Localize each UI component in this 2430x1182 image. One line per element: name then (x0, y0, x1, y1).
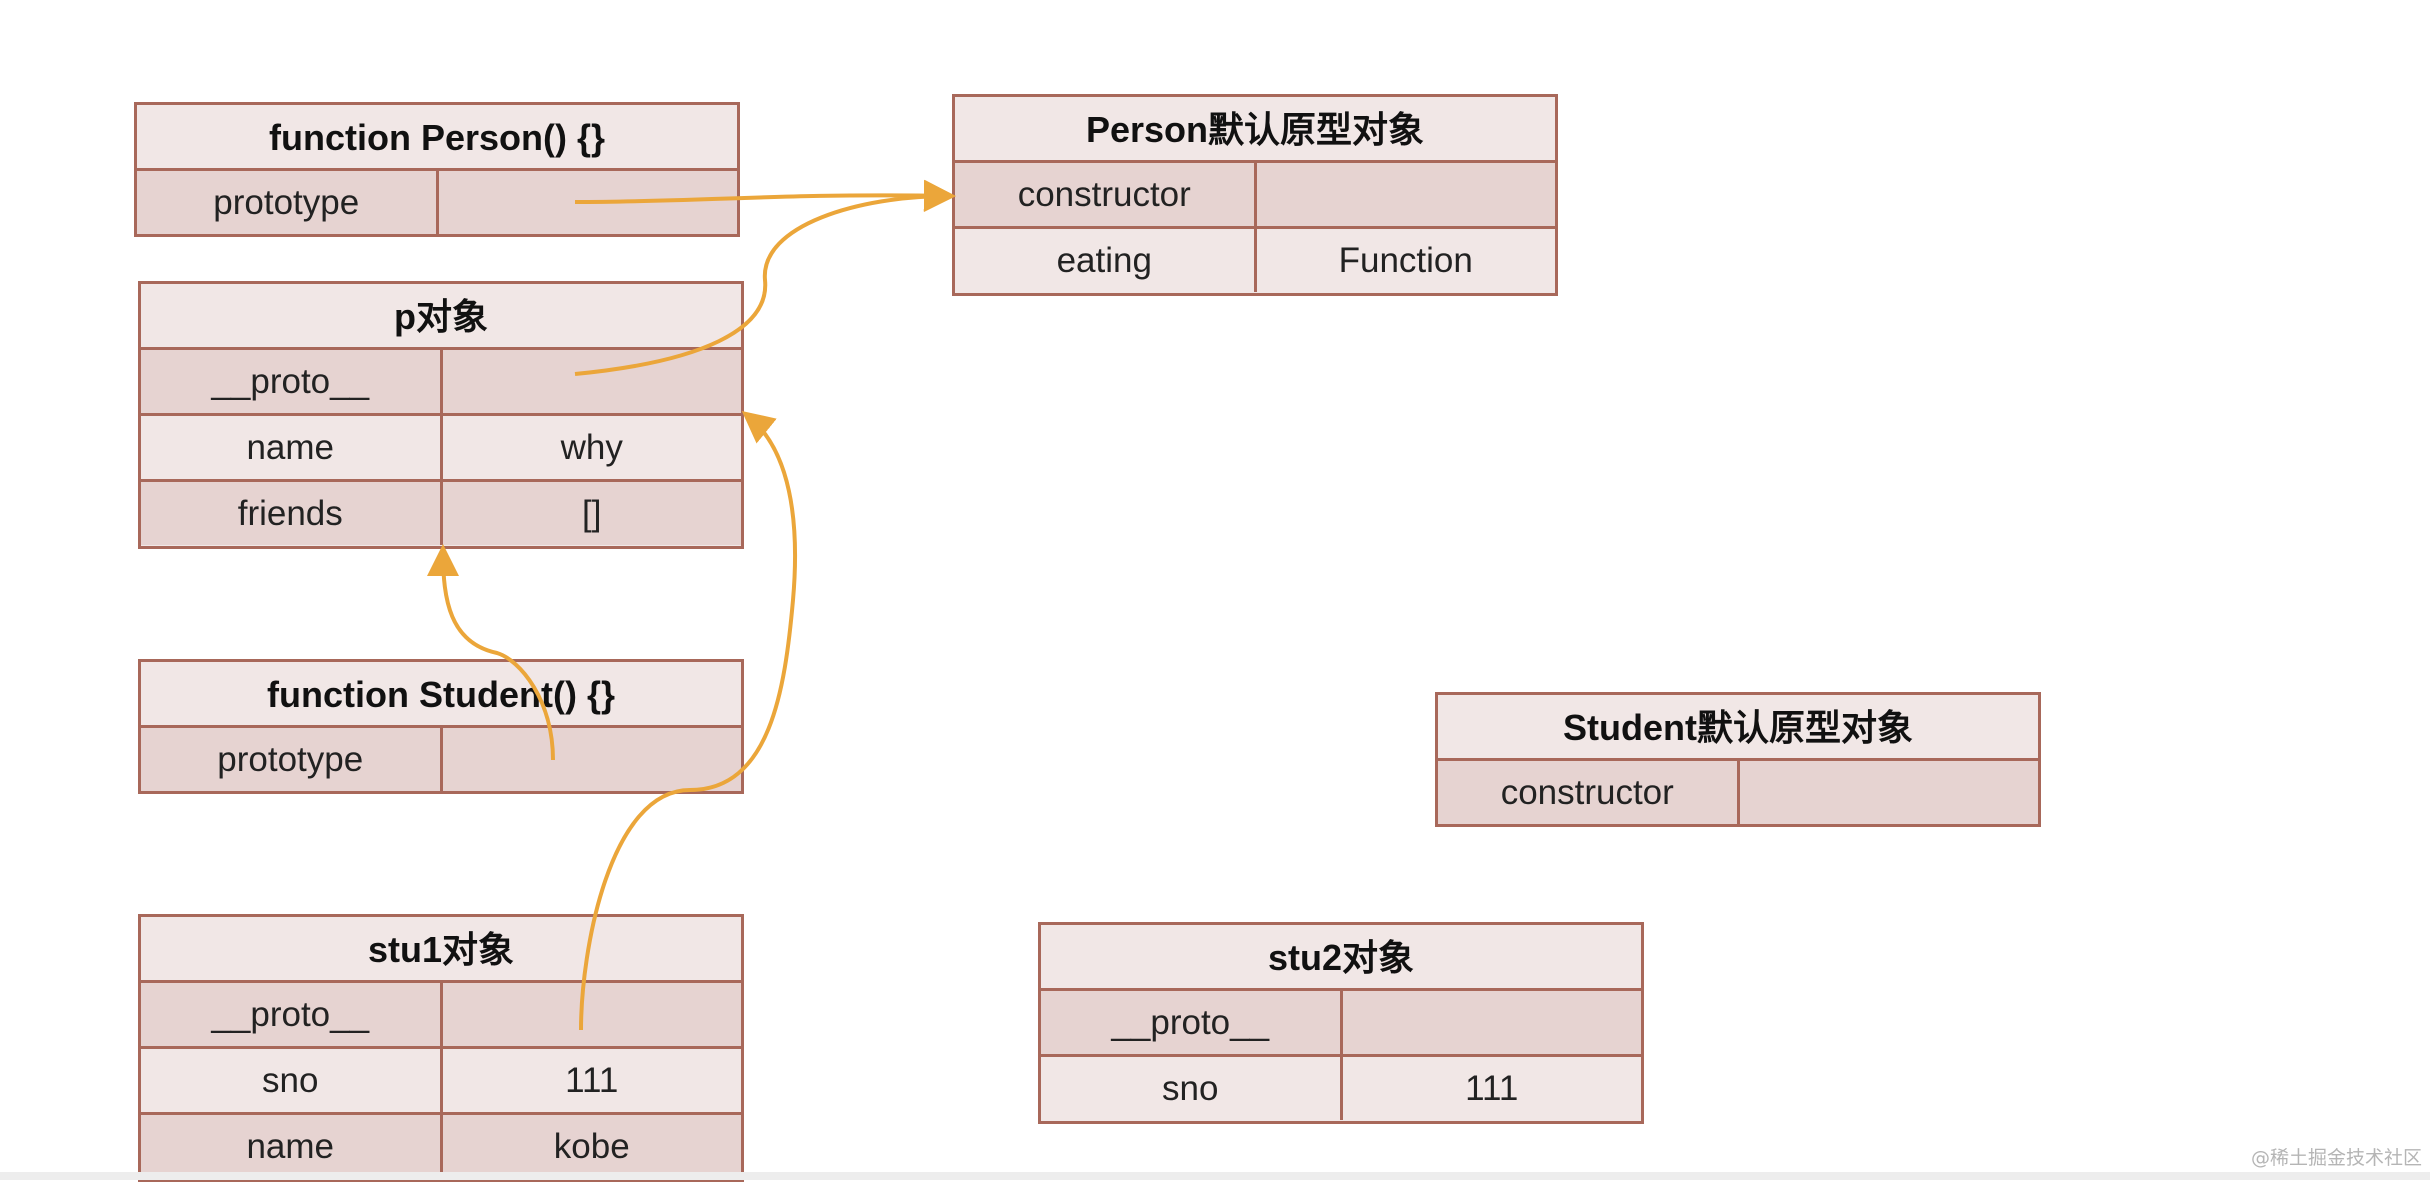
name-key: name (246, 428, 335, 467)
constructor-key: constructor (1500, 773, 1674, 812)
table-row: __proto__ (141, 983, 741, 1049)
name-value: why (439, 416, 742, 479)
person-prototype-table: Person默认原型对象 constructor eating Function (952, 94, 1558, 296)
person-constructor-title: function Person() {} (137, 105, 737, 171)
proto-key: __proto__ (211, 995, 370, 1034)
student-prototype-table: Student默认原型对象 constructor (1435, 692, 2041, 827)
proto-value (1339, 991, 1642, 1054)
constructor-key: constructor (1017, 175, 1191, 214)
table-row: sno 111 (141, 1049, 741, 1115)
prototype-value (435, 171, 738, 234)
name-value: kobe (439, 1115, 742, 1178)
stu2-object-title: stu2对象 (1041, 925, 1641, 991)
proto-value (439, 983, 742, 1046)
person-prototype-title: Person默认原型对象 (955, 97, 1555, 163)
stu1-object-title: stu1对象 (141, 917, 741, 983)
sno-value: 111 (1339, 1057, 1642, 1120)
table-row: __proto__ (141, 350, 741, 416)
watermark: @稀土掘金技术社区 (2250, 1147, 2422, 1169)
proto-key: __proto__ (211, 362, 370, 401)
table-row: prototype (137, 171, 737, 234)
proto-value (439, 350, 742, 413)
eating-key: eating (1056, 241, 1152, 280)
person-constructor-table: function Person() {} prototype (134, 102, 740, 237)
table-row: name why (141, 416, 741, 482)
table-row: prototype (141, 728, 741, 791)
friends-key: friends (237, 494, 343, 533)
table-row: eating Function (955, 229, 1555, 292)
student-prototype-title: Student默认原型对象 (1438, 695, 2038, 761)
name-key: name (246, 1127, 335, 1166)
friends-value: [] (439, 482, 742, 545)
student-constructor-table: function Student() {} prototype (138, 659, 744, 794)
table-row: friends [] (141, 482, 741, 545)
table-row: constructor (1438, 761, 2038, 824)
p-object-table: p对象 __proto__ name why friends [] (138, 281, 744, 549)
table-row: name kobe (141, 1115, 741, 1178)
table-row: constructor (955, 163, 1555, 229)
sno-key: sno (1162, 1069, 1219, 1108)
table-row: __proto__ (1041, 991, 1641, 1057)
stu1-object-table: stu1对象 __proto__ sno 111 name kobe (138, 914, 744, 1182)
prototype-value (439, 728, 742, 791)
student-constructor-title: function Student() {} (141, 662, 741, 728)
p-object-title: p对象 (141, 284, 741, 350)
table-row: sno 111 (1041, 1057, 1641, 1120)
prototype-key: prototype (217, 740, 364, 779)
sno-key: sno (262, 1061, 319, 1100)
constructor-value (1253, 163, 1556, 226)
stu2-object-table: stu2对象 __proto__ sno 111 (1038, 922, 1644, 1124)
proto-key: __proto__ (1111, 1003, 1270, 1042)
constructor-value (1736, 761, 2039, 824)
prototype-key: prototype (213, 183, 360, 222)
sno-value: 111 (439, 1049, 742, 1112)
eating-value: Function (1253, 229, 1556, 292)
bottom-bar (0, 1172, 2430, 1180)
